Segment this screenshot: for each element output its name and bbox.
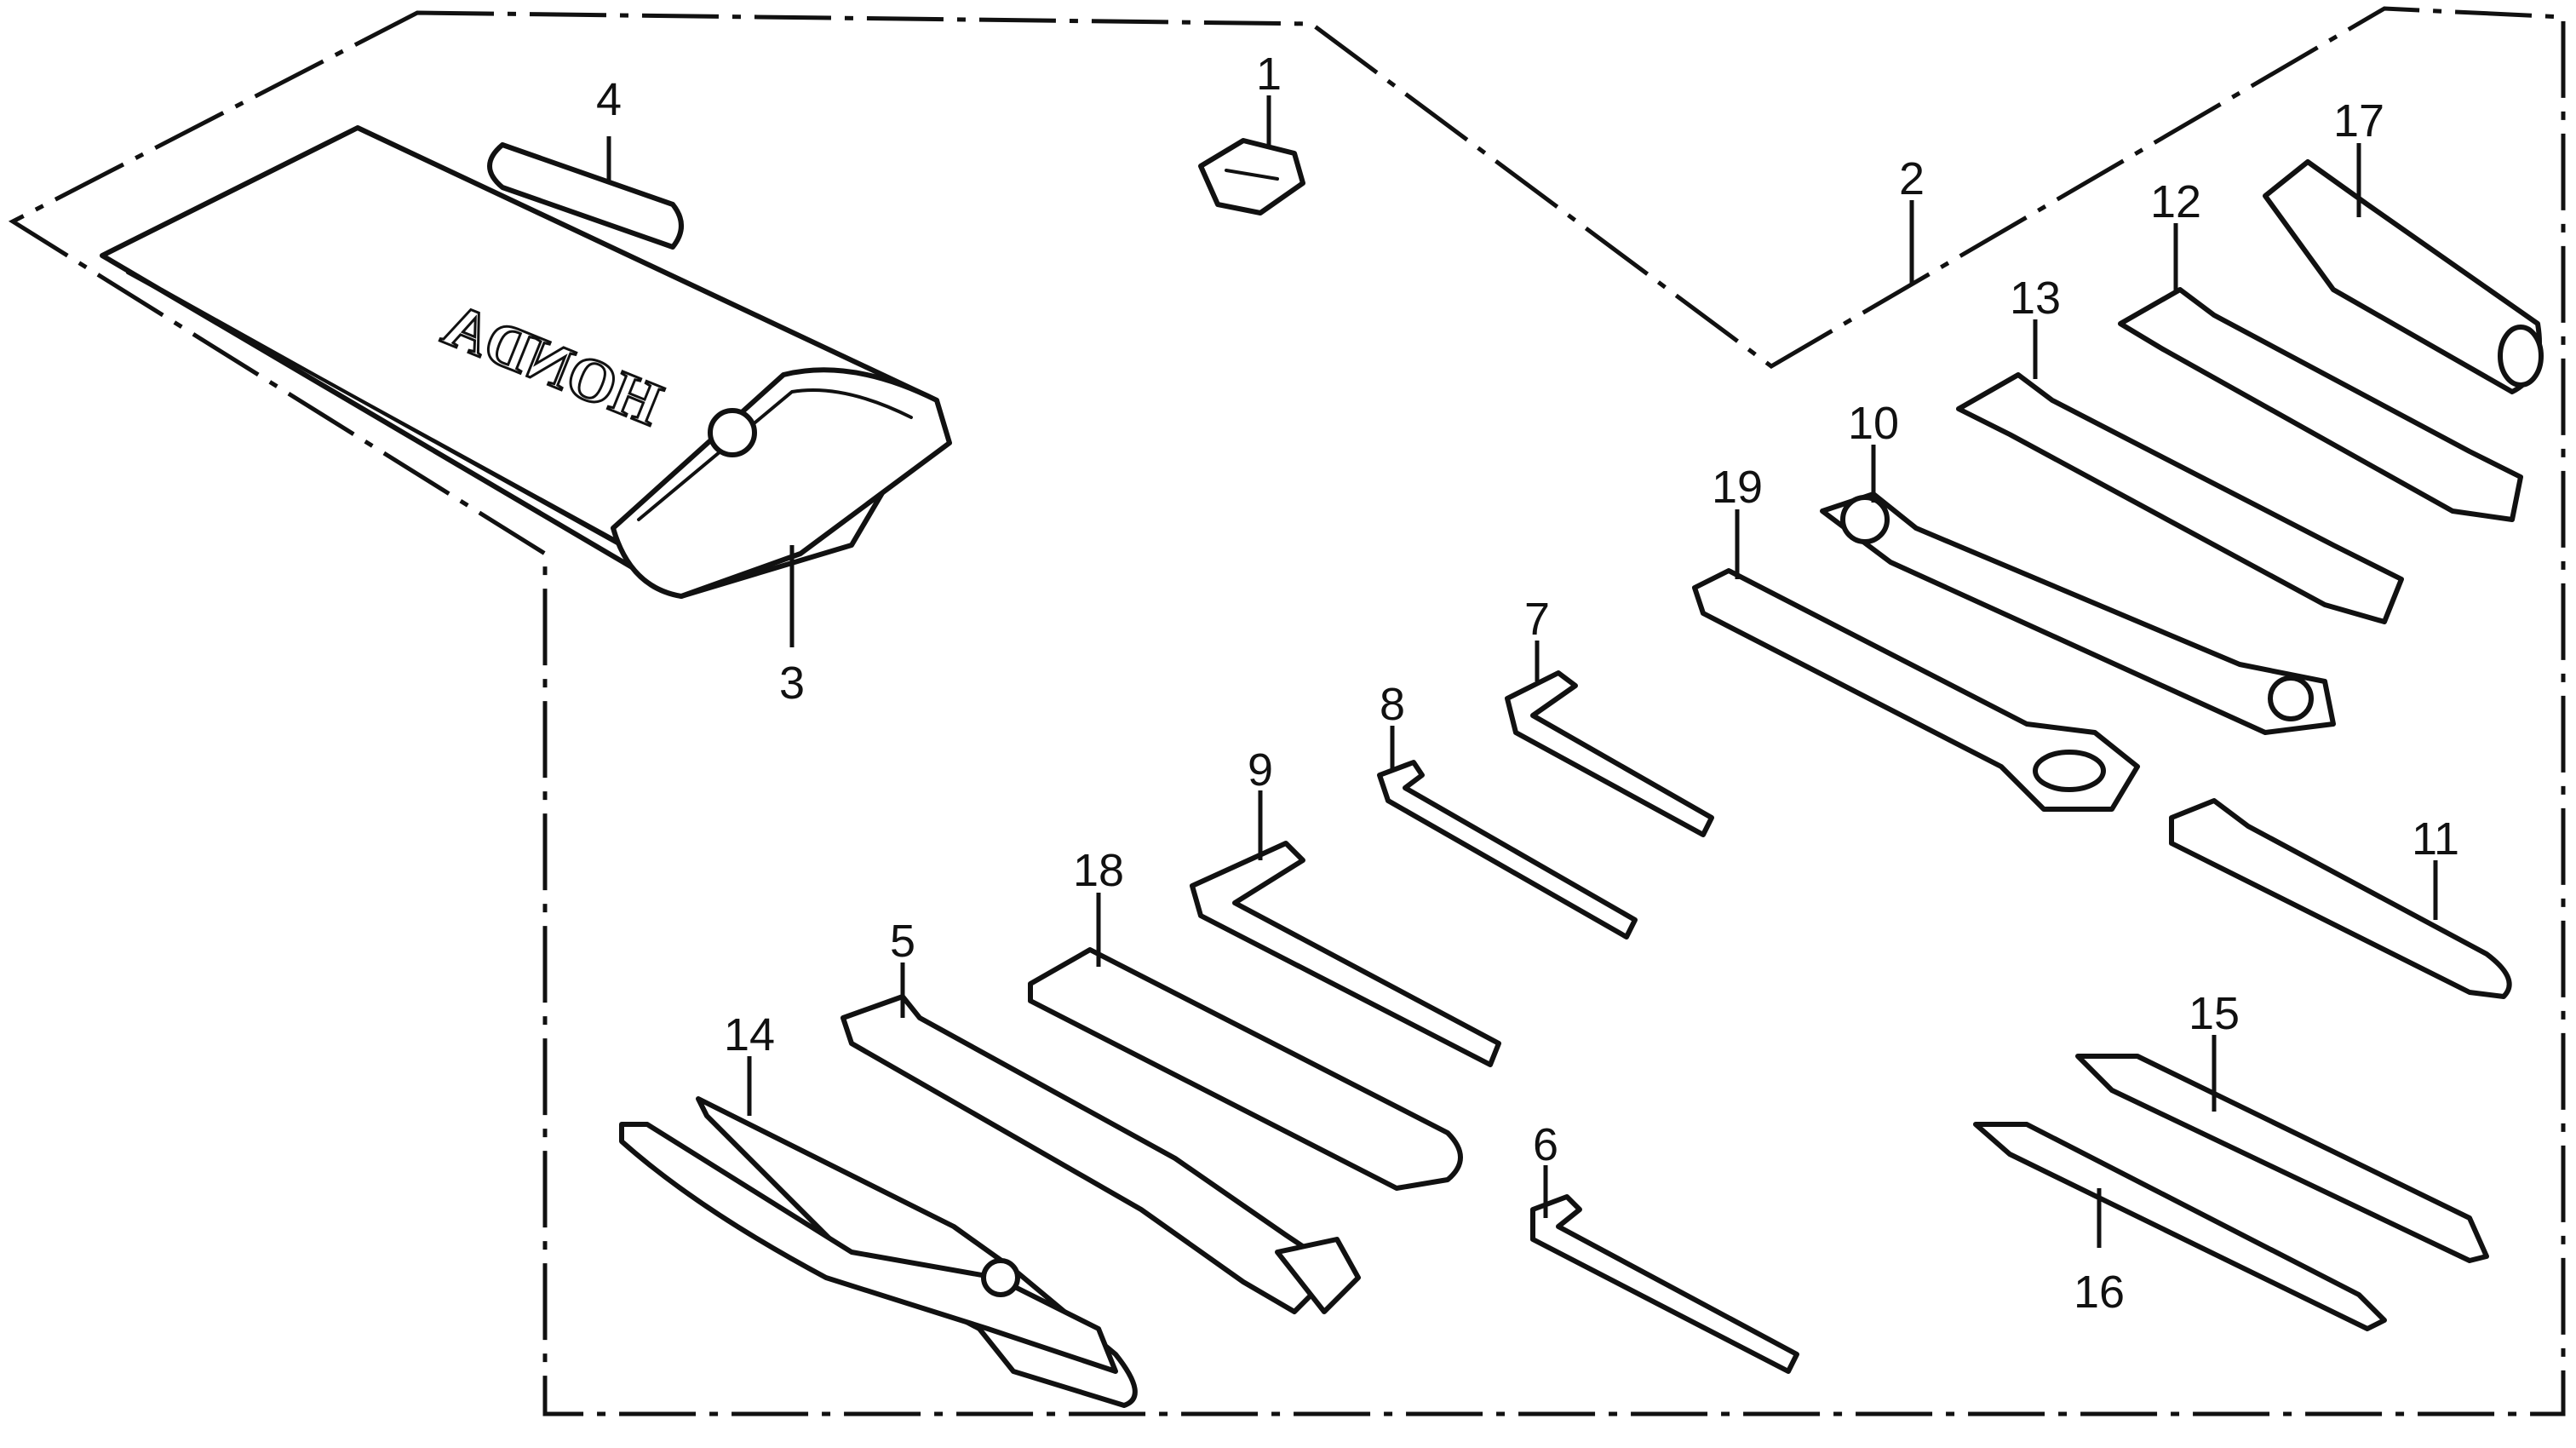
callout-12: 12: [2150, 176, 2201, 227]
callout-4: 4: [596, 74, 622, 125]
tool-bag: HONDA: [100, 125, 952, 599]
callout-7: 7: [1524, 594, 1550, 645]
hex-key-8: [1377, 760, 1638, 939]
screwdriver-16: [1973, 1122, 2387, 1331]
tool-clip: [1198, 138, 1305, 215]
callout-6: 6: [1533, 1119, 1558, 1170]
callout-labels: 1 2 3 4 5 6 7 8 9 10 11 12 13 14 15 16 1…: [596, 49, 2459, 1318]
wrench-13: [1956, 372, 2404, 624]
wrench-11: [2169, 798, 2512, 999]
socket-handle: [2263, 159, 2544, 394]
callout-11: 11: [2412, 813, 2459, 865]
hex-key-9: [1190, 841, 1501, 1067]
callout-5: 5: [890, 916, 915, 967]
wrench-19: [1692, 568, 2140, 812]
callout-14: 14: [724, 1009, 775, 1060]
wrench-10: [1820, 491, 2336, 735]
callout-13: 13: [2010, 273, 2061, 324]
callout-16: 16: [2074, 1267, 2125, 1318]
callout-10: 10: [1848, 398, 1899, 449]
callout-17: 17: [2333, 95, 2384, 147]
screwdriver-15: [2075, 1054, 2489, 1263]
callout-18: 18: [1073, 845, 1124, 896]
kit-boundary-line: [8, 6, 2566, 1416]
pliers: [619, 1096, 1138, 1408]
callout-9: 9: [1248, 744, 1273, 796]
leader-lines: [606, 95, 2438, 1248]
hex-key-6: [1530, 1194, 1799, 1374]
callout-1: 1: [1256, 49, 1282, 100]
callout-8: 8: [1380, 679, 1405, 730]
label-card: [487, 142, 684, 250]
callout-19: 19: [1712, 462, 1763, 513]
hex-key-7: [1505, 670, 1714, 837]
callout-2: 2: [1899, 153, 1925, 204]
spark-plug-wrench: [840, 994, 1361, 1314]
handle-bar-18: [1028, 947, 1463, 1191]
wrench-12: [2118, 287, 2523, 522]
callout-3: 3: [779, 658, 805, 709]
callout-15: 15: [2189, 988, 2240, 1039]
